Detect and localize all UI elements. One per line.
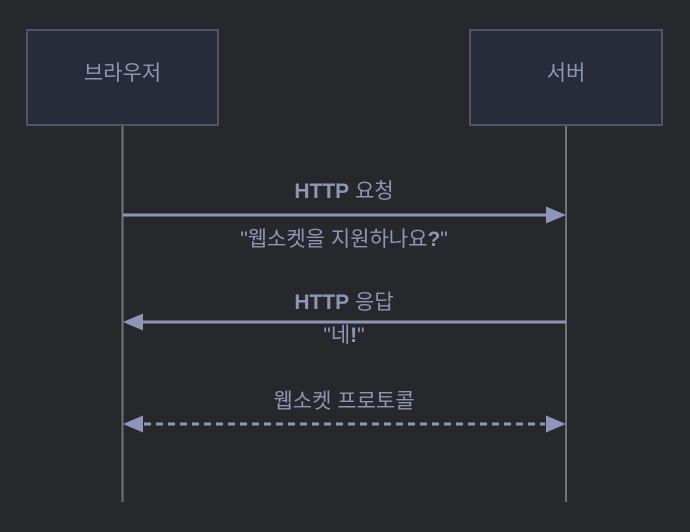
message-websocket-protocol-title-text: 웹소켓 프로토콜 <box>273 390 415 413</box>
message-http-request-title-rest: 요청 <box>349 180 394 203</box>
message-websocket-protocol-title: 웹소켓 프로토콜 <box>122 388 566 416</box>
message-http-request-subtitle-quote: " <box>440 228 448 251</box>
message-http-response-subtitle-bold: ! <box>350 324 358 347</box>
message-http-request-subtitle: "웹소켓을 지원하나요?" <box>122 226 566 254</box>
message-http-response-title: HTTP 응답 <box>122 289 566 317</box>
actor-server: 서버 <box>469 29 663 126</box>
http-response-arrowhead-icon <box>123 313 143 331</box>
message-http-request-subtitle-text: "웹소켓을 지원하나요 <box>240 228 428 251</box>
message-http-response-subtitle-text: "네 <box>323 324 351 347</box>
actor-browser: 브라우저 <box>26 29 219 126</box>
message-http-response-title-rest: 응답 <box>349 291 394 314</box>
message-http-request-title: HTTP 요청 <box>122 178 566 206</box>
actor-server-label: 서버 <box>546 61 586 85</box>
actor-browser-label: 브라우저 <box>83 61 162 85</box>
websocket-protocol-right-arrowhead-icon <box>546 415 566 433</box>
message-http-request-title-bold: HTTP <box>294 180 350 203</box>
websocket-protocol-left-arrowhead-icon <box>123 415 143 433</box>
http-request-arrowhead-icon <box>546 206 566 224</box>
message-http-response-title-bold: HTTP <box>294 291 350 314</box>
message-http-request-subtitle-bold: ? <box>427 228 441 251</box>
message-http-response-subtitle-quote: " <box>357 324 365 347</box>
message-http-response-subtitle: "네!" <box>122 322 566 350</box>
